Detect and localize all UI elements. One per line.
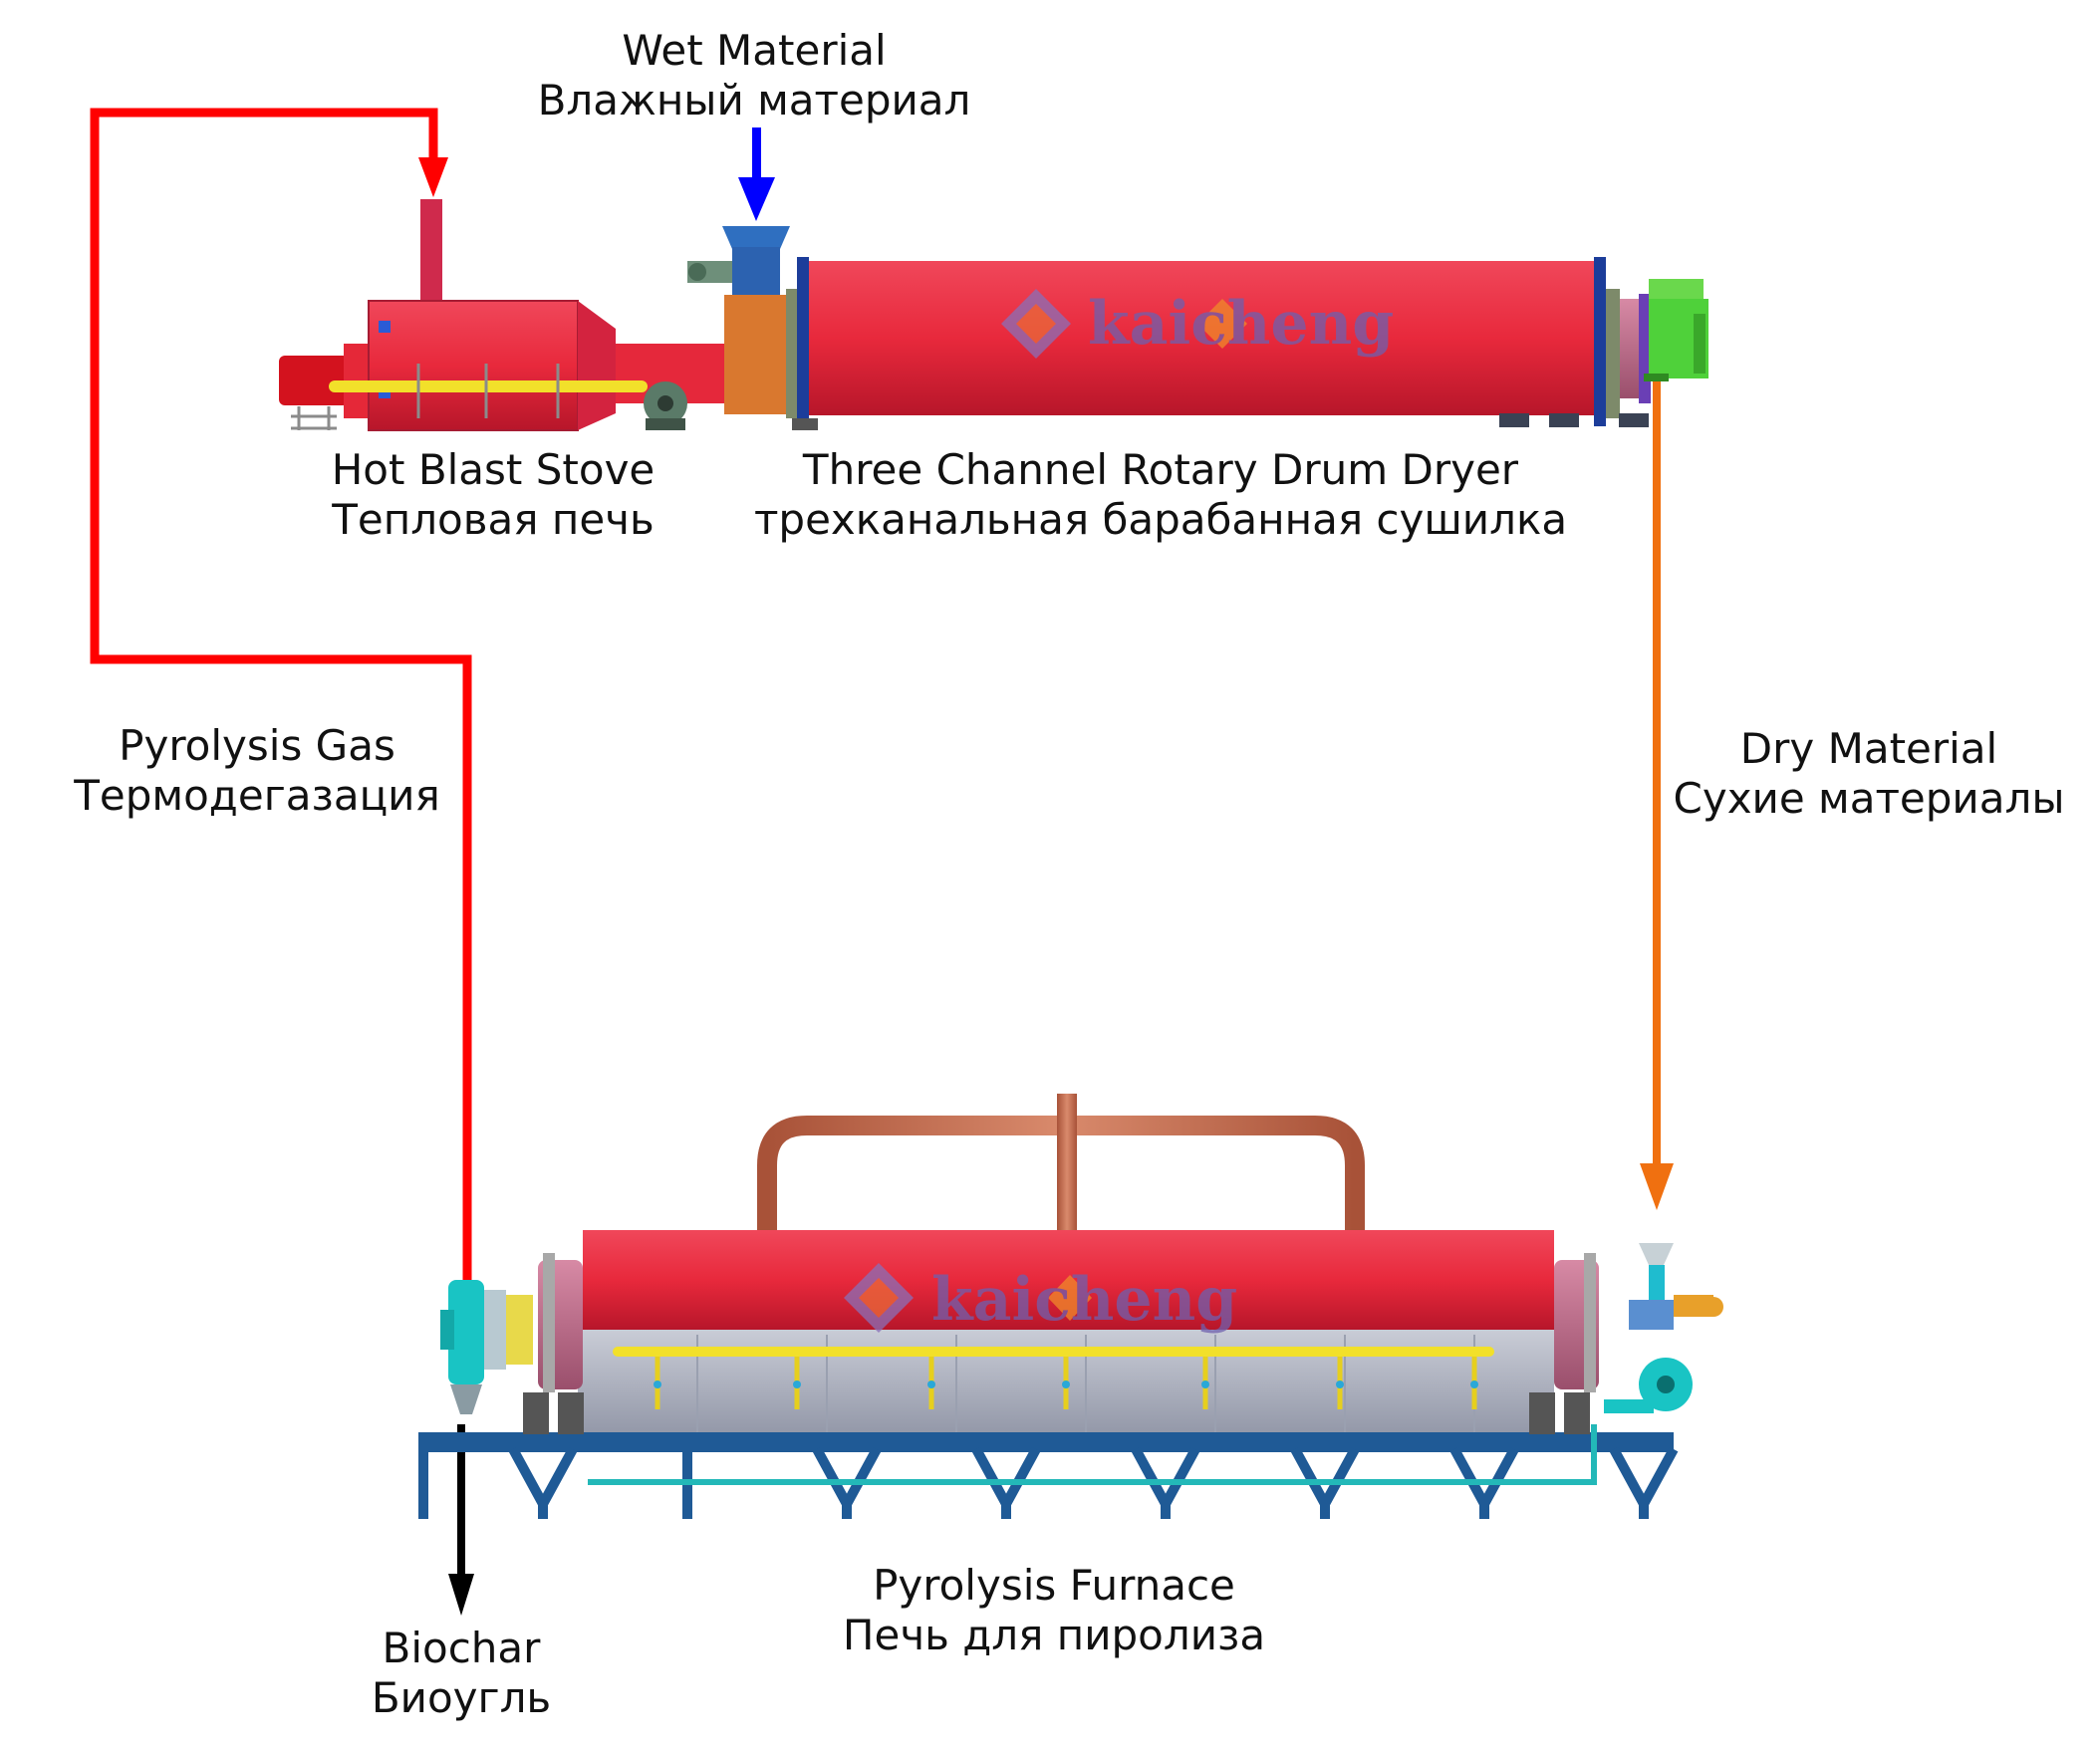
pyrolysis-gas-line [90, 108, 472, 1285]
label-dry-material: Dry Material Сухие материалы [1673, 724, 2065, 823]
label-pyrolysis-furnace: Pyrolysis Furnace Печь для пиролиза [842, 1561, 1266, 1659]
pyrolysis-furnace [418, 1094, 1723, 1519]
watermark-text-bottom: kaicheng [931, 1265, 1237, 1335]
dryer-drum [809, 261, 1601, 415]
dryer-feed-hopper [687, 226, 818, 430]
dry-material-line [1640, 378, 1674, 1210]
rotary-drum-dryer [809, 257, 1651, 427]
support-frame [418, 1432, 1674, 1452]
gas-outlet-stack [1057, 1094, 1077, 1243]
wet-feed-arrow [738, 127, 775, 221]
watermark-text-top: kaicheng [1088, 289, 1394, 359]
biochar-outlet-arrow [448, 1424, 474, 1616]
label-pyrolysis-gas: Pyrolysis Gas Термодегазация [74, 721, 440, 820]
watermark-logo-top: kaicheng [1001, 289, 1394, 359]
stove-yellow-pipe [329, 380, 648, 392]
dryer-inlet-chamber [724, 295, 786, 414]
burner-housing [279, 356, 349, 405]
hot-blast-stove [279, 199, 725, 431]
label-biochar: Biochar Биоугль [371, 1624, 552, 1722]
gas-arrowhead [418, 157, 448, 197]
char-discharge-screw [448, 1280, 484, 1384]
label-rotary-drum-dryer: Three Channel Rotary Drum Dryer трехкана… [753, 445, 1568, 544]
label-hot-blast-stove: Hot Blast Stove Тепловая печь [331, 445, 656, 544]
burner-gas-manifold [613, 1347, 1494, 1357]
watermark-logo-bottom: kaicheng [844, 1263, 1237, 1335]
dryer-discharge-hood [1644, 279, 1708, 381]
label-wet-material: Wet Material Влажный материал [537, 26, 971, 125]
